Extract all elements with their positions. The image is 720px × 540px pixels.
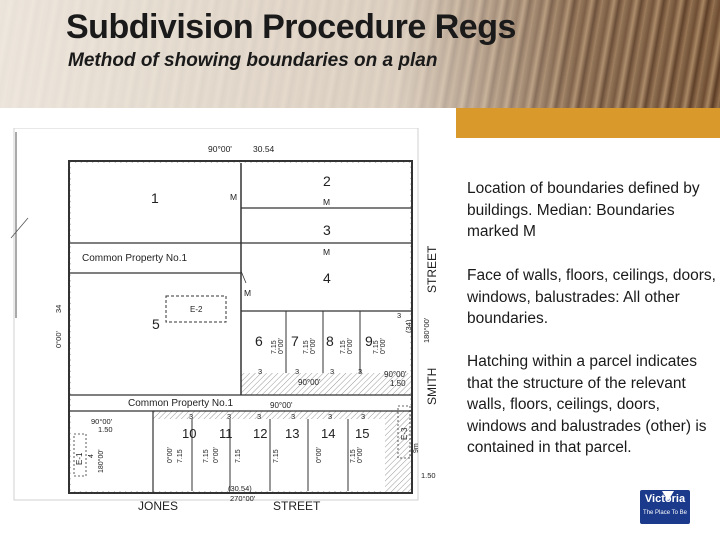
lower-left-angle: 180°00'	[97, 449, 105, 473]
parcel-width: 3	[189, 412, 193, 421]
parcels-6-9-area	[241, 311, 410, 373]
parcel-10-label: 10	[182, 426, 196, 441]
easement-e2-label: E-2	[190, 305, 203, 314]
parcel-6-label: 6	[255, 333, 263, 349]
parcel-15-label: 15	[355, 426, 369, 441]
logo-tagline: The Place To Be	[643, 510, 687, 516]
parcel-7-label: 7	[291, 333, 299, 349]
left-edge-tick	[10, 217, 29, 239]
parcel-angle: 0°00'	[356, 447, 364, 463]
easement-e1-label: E-1	[75, 452, 84, 465]
subdivision-plan: 90°00' 30.54 1 2 3 4 5 6 7 8 9 10 11 12 …	[10, 128, 439, 513]
parcel-width: 3	[295, 367, 299, 376]
right-bearing: 90°00'	[384, 370, 407, 379]
description-building-boundaries: Location of boundaries defined by buildi…	[467, 180, 700, 240]
victoria-logo: Victoria The Place To Be	[640, 490, 690, 524]
parcel-angle: 0°00'	[346, 338, 354, 354]
parcel-dim: 7.15	[303, 340, 310, 354]
median-leader	[240, 270, 247, 284]
parcel-5-label: 5	[152, 316, 160, 332]
bottom-bearing: 270°00'	[230, 494, 256, 503]
parcel-angle: 0°00'	[315, 447, 323, 463]
accent-bar	[456, 108, 720, 138]
parcel-3-label: 3	[323, 222, 331, 238]
row-bearing: 90°00'	[270, 401, 293, 410]
logo-wordmark: Victoria	[644, 493, 686, 505]
top-length: 30.54	[253, 144, 275, 154]
parcel-width: 3	[291, 412, 295, 421]
median-mark: M	[323, 247, 330, 257]
parcel-dim: 7.15	[373, 340, 380, 354]
lower-left-four: 4	[88, 454, 95, 458]
page-subtitle: Method of showing boundaries on a plan	[68, 50, 438, 71]
header-banner-fade	[0, 0, 720, 108]
parcel-13-label: 13	[285, 426, 299, 441]
parcel-14-label: 14	[321, 426, 335, 441]
parcel-5-area	[71, 275, 241, 395]
row-bearing: 90°00'	[298, 378, 321, 387]
parcel-2-label: 2	[323, 173, 331, 189]
right-length: 1.50	[390, 379, 406, 388]
median-mark: M	[244, 288, 251, 298]
parcel-width: 3	[227, 412, 231, 421]
parcel-4-label: 4	[323, 270, 331, 286]
description-hatching: Hatching within a parcel indicates that …	[467, 353, 707, 456]
median-mark: M	[323, 197, 330, 207]
street-label-bottom: STREET	[273, 499, 321, 513]
parcel-angle: 0°00'	[309, 338, 317, 354]
right-dim-length: (34)	[404, 319, 413, 333]
common-property-label: Common Property No.1	[128, 398, 233, 409]
parcel-width: 3	[257, 412, 261, 421]
parcel-width: 3	[328, 412, 332, 421]
parcel-dim: 7.15	[273, 449, 280, 463]
lower-left-area	[71, 411, 153, 491]
parcel-angle: 0°00'	[212, 447, 220, 463]
median-mark: M	[230, 192, 237, 202]
smith-street-label: SMITH	[425, 368, 439, 405]
left-length: 34	[54, 305, 63, 313]
parcel-width: 3	[258, 367, 262, 376]
left-bearing: 0°00'	[54, 330, 63, 348]
common-property-label: Common Property No.1	[82, 253, 187, 264]
parcel-dim: 7.15	[235, 449, 242, 463]
parcel-dim: 7.15	[340, 340, 347, 354]
easement-e3-label: E-3	[400, 427, 409, 440]
easement-e3-box	[397, 405, 411, 459]
lower-left-length: 1.50	[98, 425, 113, 434]
parcel-angle: 0°00'	[277, 338, 285, 354]
bottom-right-length: 1.50	[421, 471, 436, 480]
right-dim-bearing: 180°00'	[422, 317, 431, 343]
parcel-dim: 7.15	[350, 449, 357, 463]
parcel-angle: 0°00'	[166, 447, 174, 463]
victoria-triangle-icon	[662, 491, 674, 501]
easement-e1-box	[73, 433, 87, 477]
common-property-2-area	[71, 395, 410, 411]
parcel-8-label: 8	[326, 333, 334, 349]
parcel-dim: 7.15	[271, 340, 278, 354]
description-other-boundaries: Face of walls, floors, ceilings, doors, …	[467, 267, 716, 327]
top-bearing: 90°00'	[208, 144, 232, 154]
parcel-9-label: 9	[365, 333, 373, 349]
parcel-11-label: 11	[219, 426, 233, 441]
lower-left-bearing: 90°00'	[91, 417, 113, 426]
parcel-dim: 7.15	[177, 449, 184, 463]
parcel-1-label: 1	[151, 190, 159, 206]
plan-frame	[13, 128, 419, 501]
parcel-width: 3	[330, 367, 334, 376]
right-dim-3: 3	[397, 311, 401, 320]
easement-e3-width: 9m	[413, 443, 420, 453]
parcel-12-label: 12	[253, 426, 267, 441]
bottom-length: (30.54)	[228, 484, 252, 493]
page-title: Subdivision Procedure Regs	[66, 8, 516, 46]
easement-e2-box	[165, 295, 227, 323]
parcel-dim: 7.15	[203, 449, 210, 463]
jones-street-label: JONES	[138, 499, 178, 513]
street-label-right: STREET	[425, 245, 439, 293]
parcel-width: 3	[358, 367, 362, 376]
parcel-angle: 0°00'	[379, 338, 387, 354]
parcel-width: 3	[361, 412, 365, 421]
